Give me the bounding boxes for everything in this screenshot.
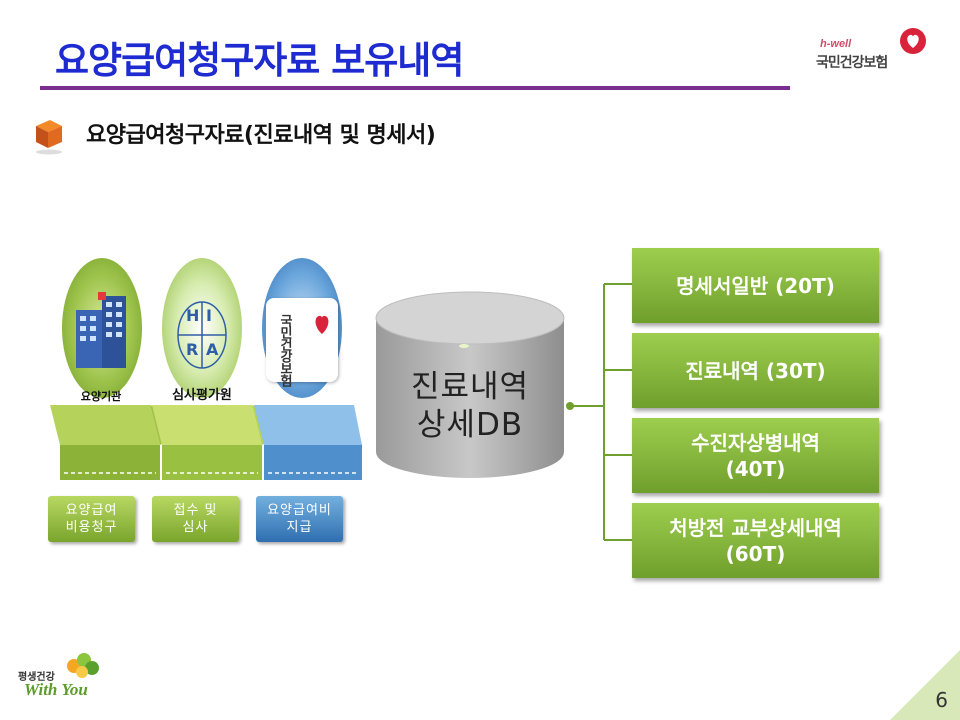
clover-leaf-icon <box>67 653 99 678</box>
footer-slogan-main: With You <box>24 680 88 699</box>
section-subtitle: 요양급여청구자료(진료내역 및 명세서) <box>86 123 436 148</box>
nhis-card-caption: 국민건강보험 <box>277 314 292 386</box>
output-box-diagnosis: 수진자상병내역 (40T) <box>632 418 879 493</box>
database-label-line1: 진료내역 <box>410 369 530 405</box>
title-underline <box>40 86 790 90</box>
hira-letter-r: R <box>186 340 199 359</box>
database-label-line2: 상세DB <box>416 407 524 443</box>
corner-fold-decoration <box>890 650 960 720</box>
stage-3-label: 요양급여비 지급 <box>256 496 343 542</box>
stage-2-icon-caption: 심사평가원 <box>172 388 232 403</box>
heart-logo-icon <box>900 28 926 54</box>
with-you-logo: 평생건강 With You <box>18 652 108 712</box>
connector-lines <box>566 283 632 541</box>
hira-emblem-icon <box>177 301 227 369</box>
hospital-building-icon <box>76 292 126 368</box>
page-number: 6 <box>935 688 948 712</box>
hira-letter-a: A <box>206 340 219 359</box>
stage-1-label: 요양급여 비용청구 <box>48 496 135 542</box>
output-box-treatment: 진료내역 (30T) <box>632 333 879 408</box>
stage-1-icon-caption: 요양기관 <box>80 390 122 403</box>
output-box-prescription: 처방전 교부상세내역 (60T) <box>632 503 879 578</box>
output-box-detail-general: 명세서일반 (20T) <box>632 248 879 323</box>
nhis-heart-icon <box>315 315 329 334</box>
database-label: 진료내역 상세DB <box>385 368 555 444</box>
stage-2-label: 접수 및 심사 <box>152 496 239 542</box>
hira-letter-i: I <box>206 306 212 325</box>
logo-name-text: 국민건강보험 <box>816 55 888 71</box>
nhis-logo: h-well 국민건강보험 <box>812 22 932 72</box>
logo-hwell-text: h-well <box>820 38 852 50</box>
database-cylinder-icon <box>375 291 565 478</box>
cube-bullet-icon <box>36 120 62 155</box>
footer-slogan-top: 평생건강 <box>18 672 55 683</box>
stage-platforms <box>50 405 362 480</box>
page-title: 요양급여청구자료 보유내역 <box>55 39 464 82</box>
nhis-card <box>266 298 338 382</box>
hira-letter-h: H <box>186 306 200 325</box>
